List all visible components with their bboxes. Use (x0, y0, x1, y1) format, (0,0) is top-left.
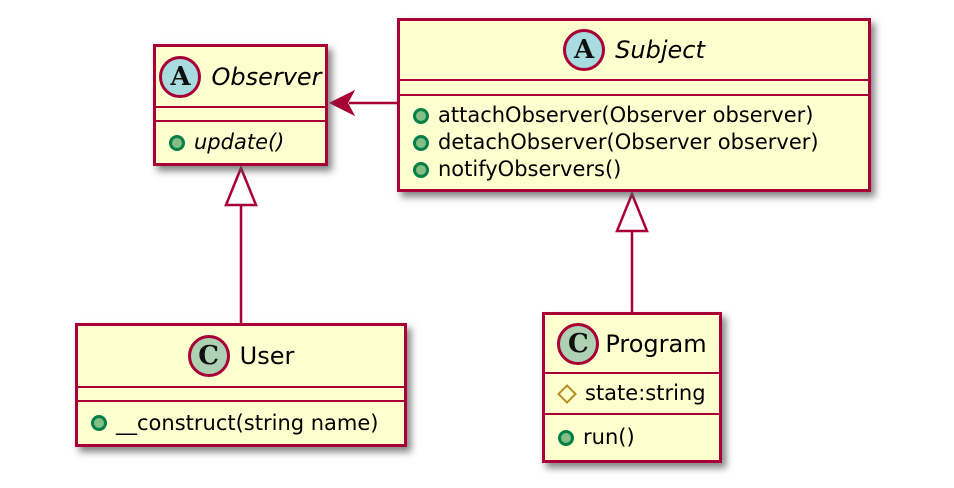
class-title-observer: A Observer (156, 47, 325, 108)
fields-compartment-program: state:string (545, 374, 719, 415)
generalization-program-to-subject (615, 190, 649, 312)
field-label: state:string (585, 381, 706, 405)
method-row: run() (545, 424, 719, 451)
class-badge-icon: C (187, 335, 230, 377)
abstract-badge-icon: A (563, 29, 606, 71)
field-row: state:string (545, 380, 719, 407)
class-title-program: C Program (545, 315, 719, 374)
class-box-observer: A Observer update() (153, 44, 328, 166)
class-name-subject: Subject (615, 36, 705, 64)
class-title-subject: A Subject (400, 21, 868, 81)
method-label: attachObserver(Observer observer) (438, 103, 814, 127)
method-label: notifyObservers() (438, 157, 622, 181)
methods-compartment-subject: attachObserver(Observer observer) detach… (400, 96, 868, 189)
methods-compartment-program: run() (545, 415, 719, 460)
fields-compartment-subject (400, 81, 868, 96)
class-badge-icon: C (557, 322, 600, 365)
class-box-program: C Program state:string run() (542, 312, 722, 463)
method-row: update() (156, 129, 325, 156)
public-visibility-icon (413, 107, 429, 124)
class-box-user: C User __construct(string name) (75, 323, 407, 447)
package-visibility-icon (557, 383, 577, 404)
public-visibility-icon (91, 415, 107, 431)
method-label: detachObserver(Observer observer) (438, 130, 819, 154)
method-row: detachObserver(Observer observer) (400, 129, 868, 156)
method-label: update() (194, 130, 285, 154)
method-row: notifyObservers() (400, 156, 868, 183)
methods-compartment-user: __construct(string name) (78, 402, 404, 444)
method-label: __construct(string name) (116, 410, 379, 435)
abstract-badge-icon: A (159, 55, 202, 98)
public-visibility-icon (169, 134, 185, 151)
class-name-user: User (239, 342, 295, 370)
class-box-subject: A Subject attachObserver(Observer observ… (397, 18, 871, 192)
public-visibility-icon (558, 429, 574, 446)
public-visibility-icon (413, 134, 429, 151)
public-visibility-icon (413, 161, 429, 178)
method-label: run() (583, 425, 635, 449)
methods-compartment-observer: update() (156, 122, 325, 163)
fields-compartment-user (78, 388, 404, 402)
generalization-triangle-icon (615, 190, 649, 233)
class-name-observer: Observer (211, 62, 322, 91)
method-row: __construct(string name) (78, 410, 404, 437)
class-title-user: C User (78, 326, 404, 388)
fields-compartment-observer (156, 108, 325, 122)
class-name-program: Program (605, 329, 707, 358)
generalization-triangle-icon (224, 164, 258, 207)
method-row: attachObserver(Observer observer) (400, 102, 868, 129)
generalization-user-to-observer (224, 164, 258, 323)
association-arrowhead-icon (328, 89, 356, 117)
association-subject-to-observer (328, 89, 397, 117)
